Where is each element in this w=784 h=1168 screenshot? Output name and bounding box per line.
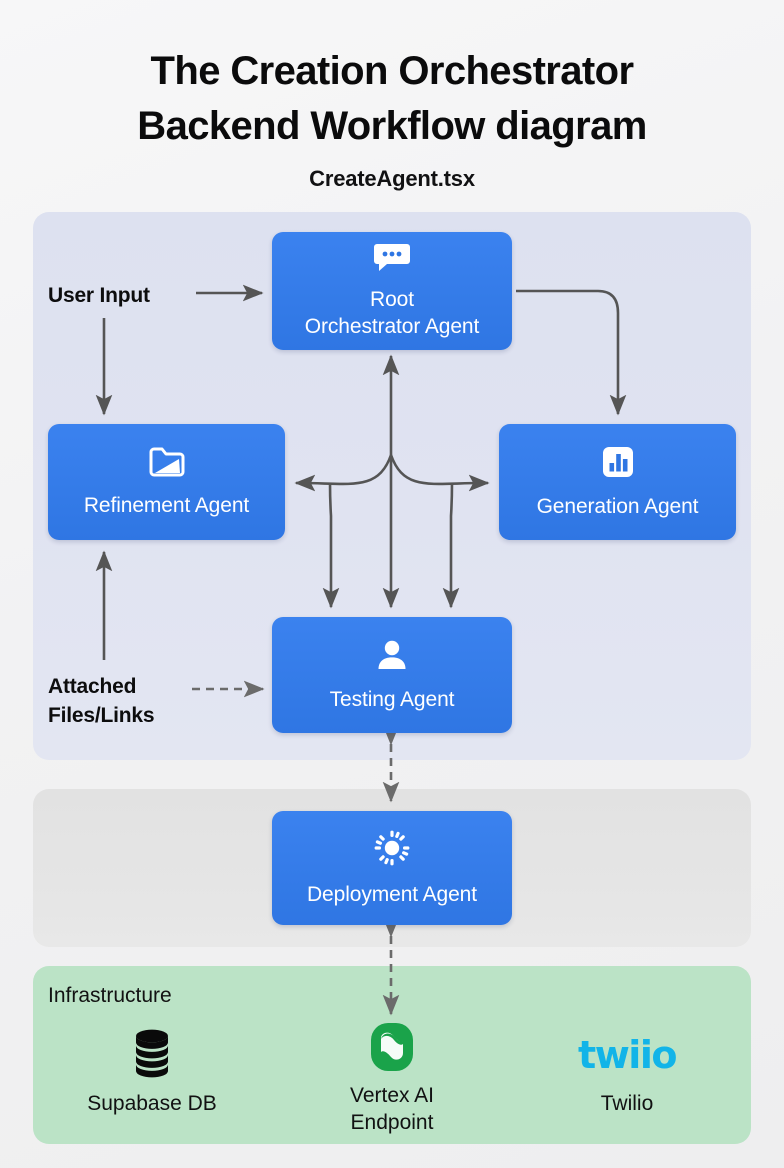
label-attached-files-line-2: Files/Links	[48, 704, 155, 727]
infra-item-vertex-ai-endpoint[interactable]: Vertex AI Endpoint	[292, 1020, 492, 1136]
bar-chart-icon	[601, 445, 635, 484]
page-header: The Creation Orchestrator Backend Workfl…	[0, 44, 784, 192]
infra-item-supabase-db[interactable]: Supabase DB	[52, 1028, 252, 1117]
infra-vertex-line-1: Vertex AI	[349, 1084, 435, 1107]
node-root-orchestrator-agent[interactable]: Root Orchestrator Agent	[272, 232, 512, 350]
infra-item-twilio[interactable]: twiio Twilio	[527, 1028, 727, 1117]
node-testing-agent-line-1: Testing Agent	[329, 687, 455, 711]
node-refinement-agent-label: Refinement Agent	[76, 492, 257, 519]
node-testing-agent-label: Testing Agent	[322, 686, 463, 713]
database-icon	[52, 1028, 252, 1082]
user-icon	[375, 638, 409, 677]
node-generation-agent[interactable]: Generation Agent	[499, 424, 736, 540]
infra-item-twilio-label: Twilio	[527, 1090, 727, 1117]
node-refinement-agent-line-1: Refinement Agent	[83, 493, 250, 517]
label-attached-files-line-1: Attached	[48, 675, 137, 698]
sun-burst-icon	[373, 829, 411, 872]
twilio-wordmark: twiio	[578, 1033, 677, 1077]
node-root-orchestrator-line-1: Root	[370, 288, 414, 311]
node-refinement-agent[interactable]: Refinement Agent	[48, 424, 285, 540]
page-title-line-2: Backend Workflow diagram	[137, 104, 647, 148]
label-user-input: User Input	[48, 281, 150, 310]
node-generation-agent-line-1: Generation Agent	[536, 494, 699, 518]
node-generation-agent-label: Generation Agent	[529, 493, 707, 520]
node-deployment-agent[interactable]: Deployment Agent	[272, 811, 512, 925]
folder-icon	[148, 446, 186, 483]
twilio-logo: twiio	[527, 1028, 727, 1082]
node-deployment-agent-label: Deployment Agent	[299, 881, 485, 908]
vertex-ai-logo	[292, 1020, 492, 1074]
node-testing-agent[interactable]: Testing Agent	[272, 617, 512, 733]
label-attached-files: Attached Files/Links	[48, 672, 155, 730]
chat-bubble-icon	[373, 242, 411, 277]
node-root-orchestrator-agent-label: Root Orchestrator Agent	[297, 286, 487, 340]
infra-item-supabase-db-label: Supabase DB	[52, 1090, 252, 1117]
label-user-input-line-1: User Input	[48, 284, 150, 307]
page-subtitle: CreateAgent.tsx	[309, 166, 475, 191]
infra-supabase-line-1: Supabase DB	[87, 1092, 217, 1115]
infra-vertex-line-2: Endpoint	[350, 1111, 434, 1134]
infrastructure-panel-label: Infrastructure	[48, 984, 172, 1007]
node-deployment-agent-line-1: Deployment Agent	[306, 882, 477, 906]
infra-item-vertex-ai-endpoint-label: Vertex AI Endpoint	[292, 1082, 492, 1136]
infra-twilio-line-1: Twilio	[600, 1092, 654, 1115]
node-root-orchestrator-line-2: Orchestrator Agent	[304, 315, 480, 338]
page-title-line-1: The Creation Orchestrator	[150, 49, 635, 93]
